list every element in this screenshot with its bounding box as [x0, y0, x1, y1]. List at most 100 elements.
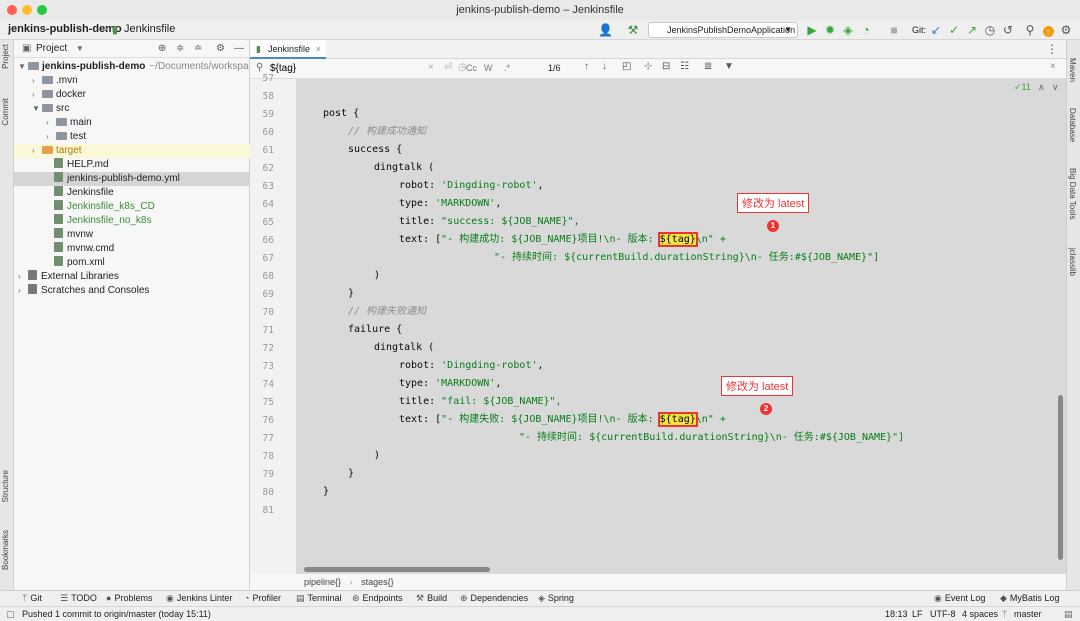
breadcrumb-pipeline[interactable]: pipeline{}	[304, 577, 342, 587]
match-word-button[interactable]: W	[484, 63, 493, 73]
horizontal-scrollbar[interactable]	[304, 567, 490, 572]
project-tree-item-mvn[interactable]: ›.mvn	[14, 74, 250, 88]
chevron-right-icon[interactable]: ›	[32, 76, 35, 85]
open-find-window-icon[interactable]: ◰	[622, 61, 632, 72]
database-tool-tab[interactable]: Database	[1068, 108, 1077, 143]
line-number[interactable]: 75	[262, 397, 274, 408]
update-icon[interactable]: ↑	[1042, 22, 1054, 38]
previous-occurrence-icon[interactable]: ↑	[584, 61, 589, 72]
status-message[interactable]: Pushed 1 commit to origin/master (today …	[22, 609, 211, 619]
vertical-scrollbar[interactable]	[1058, 395, 1063, 560]
git-push-icon[interactable]: ↗	[966, 23, 978, 37]
file-encoding[interactable]: UTF-8	[930, 609, 956, 619]
indent-setting[interactable]: 4 spaces	[962, 609, 999, 619]
line-number[interactable]: 71	[262, 325, 274, 336]
close-window-button[interactable]	[7, 5, 17, 15]
line-number[interactable]: 79	[262, 469, 274, 480]
jclasslib-tool-tab[interactable]: jclasslib	[1068, 248, 1077, 277]
line-number[interactable]: 66	[262, 235, 274, 246]
add-selection-icon[interactable]: ⊹	[644, 61, 653, 72]
close-icon[interactable]: ×	[1050, 61, 1056, 72]
project-tree-item-jenkins-publish-demo-yml[interactable]: jenkins-publish-demo.yml	[14, 172, 250, 186]
tool-window-problems[interactable]: ●Problems	[106, 591, 152, 606]
tool-window-todo[interactable]: ☰TODO	[60, 591, 97, 606]
tool-window-jenkins-linter[interactable]: ◉Jenkins Linter	[166, 591, 232, 606]
hide-panel-icon[interactable]: —	[234, 43, 244, 54]
line-number[interactable]: 59	[262, 109, 274, 120]
project-tree-item-mvnw-cmd[interactable]: mvnw.cmd	[14, 242, 250, 256]
clear-search-icon[interactable]: ×	[428, 62, 434, 73]
profile-icon[interactable]: ◔	[862, 23, 870, 37]
line-number[interactable]: 73	[262, 361, 274, 372]
tool-window-endpoints[interactable]: ⊛Endpoints	[352, 591, 403, 606]
run-config-select[interactable]: JenkinsPublishDemoApplication ▼	[648, 22, 798, 38]
search-icon[interactable]: ⚲	[1025, 23, 1035, 37]
gear-icon[interactable]: ⚙	[216, 43, 225, 54]
project-tree-item-jenkinsfile-no-k8s[interactable]: Jenkinsfile_no_k8s	[14, 214, 250, 228]
history-icon[interactable]: ◷	[984, 23, 996, 37]
project-tree-item-help-md[interactable]: HELP.md	[14, 158, 250, 172]
filter-icon[interactable]: ▼	[724, 61, 734, 72]
line-number[interactable]: 64	[262, 199, 274, 210]
tab-jenkinsfile[interactable]: ▮ Jenkinsfile ×	[250, 40, 326, 59]
settings-icon[interactable]: ⚙	[1060, 23, 1072, 37]
chevron-right-icon[interactable]: ›	[32, 146, 35, 155]
project-tree-item-docker[interactable]: ›docker	[14, 88, 250, 102]
git-update-icon[interactable]: ↙	[930, 23, 942, 37]
tool-window-dependencies[interactable]: ⊕Dependencies	[460, 591, 528, 606]
project-tree-item-root[interactable]: ▼jenkins-publish-demo~/Documents/workspa	[14, 60, 250, 74]
remove-selection-icon[interactable]: ⊟	[662, 61, 671, 72]
tool-window-profiler[interactable]: ◔Profiler	[244, 591, 281, 606]
line-separator[interactable]: LF	[912, 609, 923, 619]
line-number[interactable]: 74	[262, 379, 274, 390]
line-number[interactable]: 68	[262, 271, 274, 282]
line-number[interactable]: 60	[262, 127, 274, 138]
line-number[interactable]: 78	[262, 451, 274, 462]
project-tree-item-main[interactable]: ›main	[14, 116, 250, 130]
project-tree-item-src[interactable]: ▼src	[14, 102, 250, 116]
status-icon[interactable]: ▢	[6, 609, 15, 619]
line-number[interactable]: 69	[262, 289, 274, 300]
locate-icon[interactable]: ⊕	[158, 43, 167, 54]
tool-window-build[interactable]: ⚒Build	[416, 591, 447, 606]
line-number[interactable]: 65	[262, 217, 274, 228]
commit-tool-tab[interactable]: Commit	[1, 98, 10, 126]
chevron-right-icon[interactable]: ›	[46, 118, 49, 127]
tool-window-mybatis-log[interactable]: ◆MyBatis Log	[1000, 591, 1059, 606]
lock-icon[interactable]: ▤	[1064, 609, 1073, 619]
chevron-down-icon[interactable]: ▼	[75, 44, 84, 53]
run-icon[interactable]: ▶	[807, 23, 817, 37]
chevron-right-icon[interactable]: ›	[18, 272, 21, 281]
match-case-button[interactable]: Cc	[466, 63, 477, 73]
structure-tool-tab[interactable]: Structure	[1, 470, 10, 503]
tool-window-terminal[interactable]: ▤Terminal	[296, 591, 342, 606]
next-occurrence-icon[interactable]: ↓	[602, 61, 607, 72]
project-tree-item-jenkinsfile-k8s-cd[interactable]: Jenkinsfile_k8s_CD	[14, 200, 250, 214]
build-hammer-icon[interactable]: ⚒	[627, 23, 639, 37]
chevron-up-icon[interactable]: ∧	[1038, 82, 1045, 92]
chevron-right-icon[interactable]: ›	[46, 132, 49, 141]
project-tool-tab[interactable]: Project	[1, 44, 10, 69]
bookmarks-tool-tab[interactable]: Bookmarks	[1, 530, 10, 571]
line-number[interactable]: 70	[262, 307, 274, 318]
expand-all-icon[interactable]: ≑	[176, 43, 185, 54]
git-branch[interactable]: master	[1014, 609, 1042, 619]
nav-file[interactable]: Jenkinsfile	[124, 23, 176, 35]
user-icon[interactable]: 👤	[598, 23, 613, 37]
project-tree-item-pom-xml[interactable]: pom.xml	[14, 256, 250, 270]
project-tree-item-target[interactable]: ›target	[14, 144, 250, 158]
inspection-icon[interactable]: ✓11	[1014, 82, 1031, 92]
nav-project[interactable]: jenkins-publish-demo	[8, 23, 122, 35]
rollback-icon[interactable]: ↺	[1002, 23, 1014, 37]
line-number[interactable]: 67	[262, 253, 274, 264]
history-icon[interactable]: ◷	[458, 62, 467, 73]
more-options-icon[interactable]: ⋮	[1046, 42, 1058, 56]
tool-window-event-log[interactable]: ◉Event Log	[934, 591, 985, 606]
project-tree-item-test[interactable]: ›test	[14, 130, 250, 144]
chevron-right-icon[interactable]: ›	[18, 286, 21, 295]
collapse-all-icon[interactable]: ≐	[194, 43, 203, 54]
maven-tool-tab[interactable]: Maven	[1068, 58, 1077, 83]
minimize-window-button[interactable]	[22, 5, 32, 15]
chevron-down-icon[interactable]: ▼	[18, 62, 26, 71]
